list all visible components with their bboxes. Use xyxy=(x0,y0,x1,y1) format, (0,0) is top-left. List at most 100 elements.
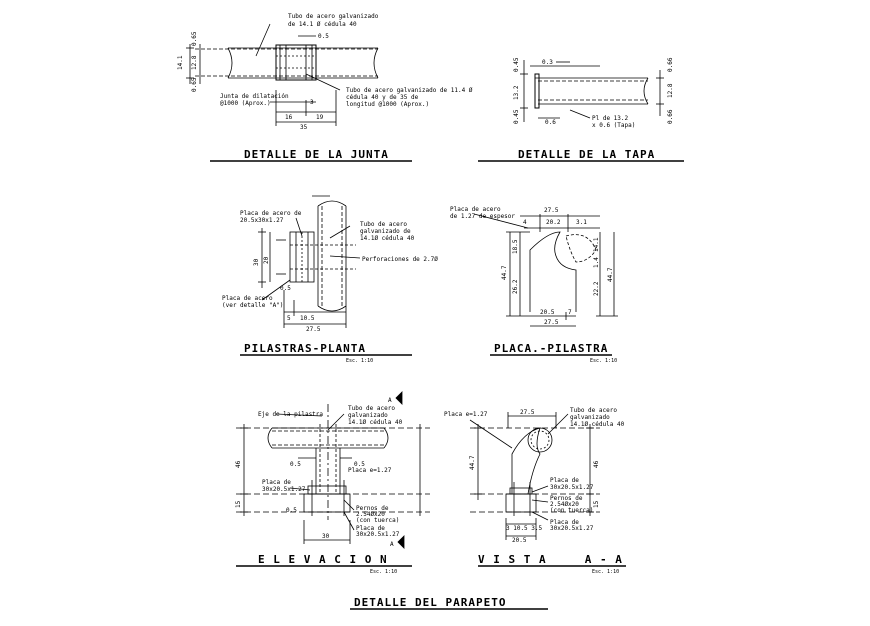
placa-dim-44-7-l: 44.7 xyxy=(501,265,508,280)
tapa-dim-0-45-b: 0.45 xyxy=(513,109,520,124)
pilastras-dim-10-5: 10.5 xyxy=(300,315,315,322)
vista-dim-44-7: 44.7 xyxy=(469,455,476,470)
pilastras-note-plate2-2: (ver detalle "A") xyxy=(222,302,283,309)
junta-dim-0-65-b: 0.65 xyxy=(191,77,198,92)
tapa-title: DETALLE DE LA TAPA xyxy=(518,148,655,161)
placa-dim-26-2: 26.2 xyxy=(512,279,519,294)
elev-dim-15: 15 xyxy=(235,500,242,508)
vista-note-plate-1: Placa de xyxy=(550,477,579,484)
elev-note-tube-2: galvanizado xyxy=(348,412,388,419)
placa-note-1: Placa de acero xyxy=(450,206,501,213)
elev-dim-30: 30 xyxy=(322,533,330,540)
placa-dim-20-5: 20.5 xyxy=(540,309,555,316)
placa-dim-1-4: 1.4 xyxy=(593,257,600,268)
vista-note-pernos-1: Pernos de xyxy=(550,495,583,502)
vista-dim-row: 3 10.5 3.5 xyxy=(506,525,543,532)
vista-detail xyxy=(469,412,626,567)
vista-dim-20-5: 20.5 xyxy=(512,537,527,544)
vista-note-pernos-3: (con tuerca) xyxy=(550,507,593,514)
vista-scale: Esc. 1:10 xyxy=(592,569,619,575)
placa-dim-27-5-bot: 27.5 xyxy=(544,319,559,326)
placa-text: Placa de acero de 1.27 de espesor 27.5 4… xyxy=(450,206,617,364)
vista-title: V I S T A A - A xyxy=(478,553,623,566)
pilastras-dim-0-5: 0.5 xyxy=(280,285,291,292)
junta-detail xyxy=(186,23,412,162)
pilastras-note-tube-3: 14.1Ø cédula 40 xyxy=(360,235,415,242)
vista-note-plate-2: 30x20.5x1.27 xyxy=(550,484,594,491)
pilastras-note-plate-1: Placa de acero de xyxy=(240,210,302,217)
sheet-title: DETALLE DEL PARAPETO xyxy=(354,596,506,609)
elev-dim-46: 46 xyxy=(235,460,242,468)
placa-scale: Esc. 1:10 xyxy=(590,358,617,364)
elev-note-plate-2: 30x20.5x1.27 xyxy=(262,486,306,493)
tapa-note-1: Pl de 13.2 xyxy=(592,115,629,122)
junta-dim-0-65-a: 0.65 xyxy=(191,31,198,46)
tapa-dim-0-45-a: 0.45 xyxy=(513,57,520,72)
elev-note-placa: Placa e=1.27 xyxy=(348,467,392,474)
pilastras-dim-27-5: 27.5 xyxy=(306,326,321,333)
elev-note-axis: Eje de la pilastra xyxy=(258,411,323,418)
elev-note-plate-b-2: 30x20.5x1.27 xyxy=(356,531,400,538)
placa-detail xyxy=(473,213,618,356)
elev-dim-0-5-b: 0.5 xyxy=(354,461,365,468)
vista-note-pernos-2: 2.54Øx20 xyxy=(550,501,579,508)
placa-dim-14-1: 14.1 xyxy=(593,237,600,252)
junta-dim-14-1: 14.1 xyxy=(177,55,184,70)
tapa-dim-13-2: 13.2 xyxy=(513,85,520,100)
junta-text: Tubo de acero galvanizado de 14.1 Ø cédu… xyxy=(177,13,473,161)
vista-text: Placa e=1.27 Tubo de acero galvanizado 1… xyxy=(444,407,625,575)
junta-dim-19: 19 xyxy=(316,114,324,121)
junta-note-left-2: @1000 (Aprox.) xyxy=(220,100,271,107)
pilastras-note-plate2-1: Placa de acero xyxy=(222,295,273,302)
vista-note-plate-b-1: Placa de xyxy=(550,519,579,526)
vista-dim-15: 15 xyxy=(593,500,600,508)
elev-scale: Esc. 1:10 xyxy=(370,569,397,575)
placa-note-2: de 1.27 de espesor xyxy=(450,213,515,220)
placa-dim-44-7-r: 44.7 xyxy=(607,267,614,282)
pilastras-scale: Esc. 1:10 xyxy=(346,358,373,364)
vista-note-placa: Placa e=1.27 xyxy=(444,411,488,418)
sheet-title-block: DETALLE DEL PARAPETO xyxy=(350,596,548,610)
elev-note-plate-1: Placa de xyxy=(262,479,291,486)
pilastras-detail xyxy=(240,195,412,356)
junta-dim-16: 16 xyxy=(285,114,293,121)
elevacion-detail xyxy=(236,391,430,567)
placa-dim-22-2: 22.2 xyxy=(593,281,600,296)
junta-note-right-2: cédula 40 y de 35 de xyxy=(346,94,419,101)
junta-dim-gap: 0.5 xyxy=(318,33,329,40)
pilastras-note-tube-1: Tubo de acero xyxy=(360,221,407,228)
junta-dim-35: 35 xyxy=(300,124,308,131)
tapa-dim-0-66-a: 0.66 xyxy=(667,57,674,72)
pilastras-note-perf: Perforaciones de 2.7Ø xyxy=(362,256,438,263)
junta-note-right-1: Tubo de acero galvanizado de 11.4 Ø xyxy=(346,87,473,94)
elev-cut-mark-bottom: A xyxy=(390,541,394,548)
placa-dim-27-5-top: 27.5 xyxy=(544,207,559,214)
pilastras-dim-30: 30 xyxy=(253,258,260,266)
elev-dim-0-5-a: 0.5 xyxy=(290,461,301,468)
elev-note-tube-3: 14.1Ø cédula 40 xyxy=(348,419,403,426)
elev-note-tube-1: Tubo de acero xyxy=(348,405,395,412)
elev-note-pernos-2: 2.54Øx20 xyxy=(356,511,385,518)
junta-note-top-1: Tubo de acero galvanizado xyxy=(288,13,379,20)
vista-dim-27-5: 27.5 xyxy=(520,409,535,416)
elev-title: E L E V A C I O N xyxy=(258,553,388,566)
junta-title: DETALLE DE LA JUNTA xyxy=(244,148,389,161)
vista-note-tube-2: galvanizado xyxy=(570,414,610,421)
pilastras-title: PILASTRAS-PLANTA xyxy=(244,342,366,355)
placa-dim-4: 4 xyxy=(523,219,527,226)
pilastras-dim-20: 20 xyxy=(263,256,270,264)
tapa-dim-12-8: 12.8 xyxy=(667,83,674,98)
tapa-dim-0-3: 0.3 xyxy=(542,59,553,66)
pilastras-dim-5: 5 xyxy=(287,315,291,322)
tapa-dim-0-6: 0.6 xyxy=(545,119,556,126)
placa-dim-18-5: 18.5 xyxy=(512,239,519,254)
placa-title: PLACA.-PILASTRA xyxy=(494,342,608,355)
tapa-note-2: x 0.6 (Tapa) xyxy=(592,122,635,129)
vista-dim-46: 46 xyxy=(593,460,600,468)
elev-dim-0-5-c: 0.5 xyxy=(286,507,297,514)
elev-note-pernos-1: Pernos de xyxy=(356,505,389,512)
junta-dim-12-8: 12.8 xyxy=(191,55,198,70)
junta-note-top-2: de 14.1 Ø cédula 40 xyxy=(288,21,357,28)
junta-note-right-3: longitud @1000 (Aprox.) xyxy=(346,101,429,108)
